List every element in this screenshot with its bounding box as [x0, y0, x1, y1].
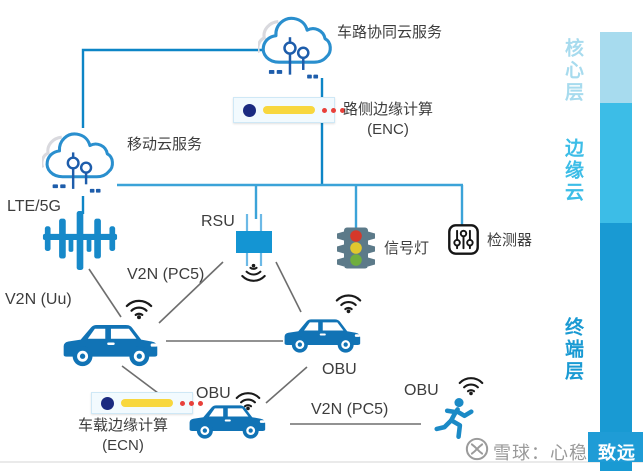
enc-label-line1: 路侧边缘计算: [342, 101, 433, 118]
layer-bar-terminal: [600, 223, 632, 471]
layer-bar-core: [600, 32, 632, 103]
layer-label-core: 核心层: [562, 38, 583, 104]
watermark-logo-icon: [465, 437, 489, 461]
pedestrian-runner-icon: [434, 396, 474, 441]
ecn-label-line2: (ECN): [102, 436, 144, 454]
rsu-label: RSU: [201, 213, 235, 230]
mobile-cloud-label: 移动云服务: [127, 136, 203, 153]
v2n-pc5-lower-label: V2N (PC5): [311, 401, 389, 418]
watermark-blue-box: [588, 432, 643, 462]
server-dots-icon: [322, 107, 345, 113]
layer-label-edge: 边缘云: [562, 138, 583, 204]
v2n-uu-label: V2N (Uu): [5, 291, 72, 308]
rsu-wifi-icon: [238, 263, 269, 289]
server-led-icon: [101, 396, 114, 410]
traffic-light-icon: [335, 226, 377, 270]
obu-bottom-label: OBU: [196, 385, 231, 402]
ecn-label: 车载边缘计算 (ECN): [58, 416, 188, 455]
watermark-text: 雪球：心稳: [493, 443, 588, 463]
car-left-icon: [58, 316, 162, 369]
server-dots-icon: [180, 400, 203, 406]
layer-bar-edge: [600, 103, 632, 223]
rsu-device: [236, 231, 272, 253]
car-middle-icon: [280, 312, 364, 355]
server-bar-icon: [121, 399, 173, 407]
lte-label: LTE/5G: [7, 198, 61, 215]
ecn-label-line1: 车载边缘计算: [77, 417, 168, 434]
car-middle-wifi-icon: [332, 287, 365, 314]
detector-label: 检测器: [487, 232, 533, 249]
server-led-icon: [243, 103, 256, 117]
obu-middle-label: OBU: [322, 361, 357, 378]
v2n-pc5-upper-label: V2N (PC5): [127, 266, 205, 283]
obu-pedestrian-label: OBU: [404, 382, 439, 399]
cloud-service-icon: [258, 8, 336, 82]
cloud-top-label: 车路协同云服务: [337, 24, 443, 41]
enc-server-box: [233, 97, 345, 123]
antenna-icon: [42, 209, 118, 272]
pedestrian-wifi-icon: [455, 370, 487, 396]
enc-label: 路侧边缘计算 (ENC): [336, 100, 440, 139]
watermark-text-highlight: 致远: [598, 443, 636, 463]
signal-light-label: 信号灯: [384, 240, 430, 257]
layer-label-terminal: 终端层: [562, 317, 583, 383]
mobile-cloud-icon: [42, 124, 118, 196]
server-bar-icon: [263, 106, 315, 114]
ecn-server-box: [91, 392, 203, 414]
detector-icon: [447, 223, 480, 256]
enc-label-line2: (ENC): [367, 120, 409, 138]
car-bottom-icon: [185, 398, 269, 441]
